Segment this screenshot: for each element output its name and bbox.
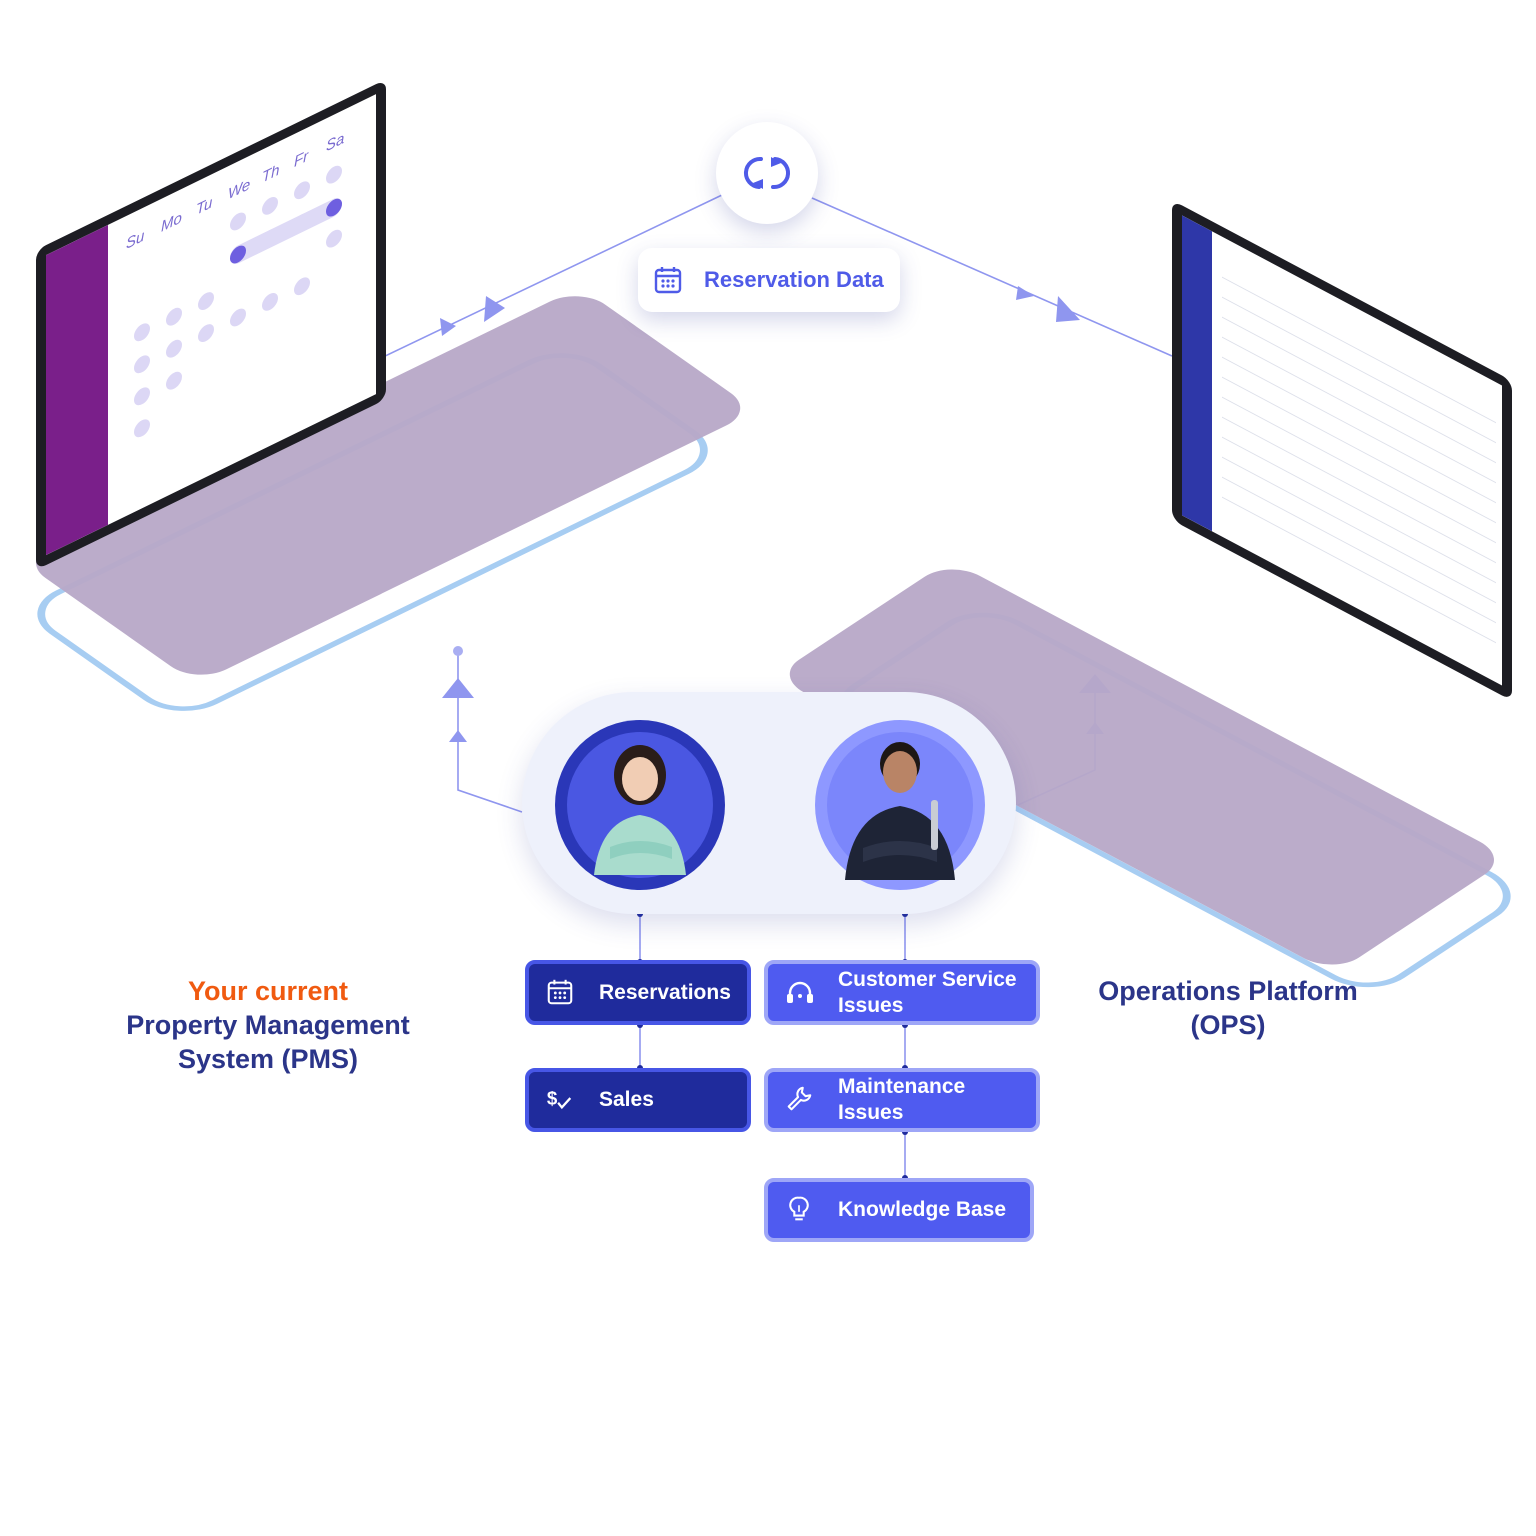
reservation-data-text: Reservation Data xyxy=(704,267,884,292)
arrow-icon xyxy=(1016,286,1034,300)
sync-bubble xyxy=(716,122,818,224)
reservation-data-label: Reservation Data xyxy=(638,248,900,312)
arrow-up-icon xyxy=(449,730,467,742)
lightbulb-icon xyxy=(784,1194,816,1226)
knowledge-base-label: Knowledge Base xyxy=(838,1198,1007,1221)
headset-icon xyxy=(784,977,816,1009)
maintenance-technician-avatar xyxy=(815,720,985,890)
calendar-icon xyxy=(652,264,684,296)
maintenance-issues-feature: Maintenance Issues xyxy=(764,1068,1040,1132)
wrench-icon xyxy=(784,1084,816,1116)
calendar-icon xyxy=(545,977,577,1009)
calendar-grid xyxy=(134,165,342,438)
table-row xyxy=(1222,416,1496,564)
customer-service-issues-feature: Customer Service Issues xyxy=(764,960,1040,1025)
reservations-agent-avatar xyxy=(555,720,725,890)
table-row xyxy=(1222,376,1496,524)
arrow-icon xyxy=(484,296,505,322)
arrow-icon xyxy=(1056,296,1080,322)
table-row xyxy=(1222,356,1496,504)
sales-label: Sales xyxy=(599,1088,654,1111)
sales-feature: $ Sales xyxy=(525,1068,751,1132)
ops-title: Operations Platform (OPS) xyxy=(1098,976,1358,1040)
table-row xyxy=(1222,396,1496,544)
knowledge-base-feature: Knowledge Base xyxy=(764,1178,1034,1242)
pms-title: Your current Property Management System … xyxy=(126,976,410,1074)
maintenance-issues-label: Maintenance Issues xyxy=(838,1075,966,1124)
arrow-up-icon xyxy=(442,678,474,698)
table-row xyxy=(1222,336,1496,484)
pms-laptop-screen: Su Mo Tu We Th Fr Sa xyxy=(36,79,386,571)
sync-arrows-icon xyxy=(743,156,791,190)
person-headset-avatar xyxy=(594,745,686,875)
reservations-feature: Reservations xyxy=(525,960,751,1025)
dollar-check-icon: $ xyxy=(545,1084,577,1116)
ops-sidebar xyxy=(1182,215,1212,532)
person-wrench-avatar xyxy=(845,742,955,880)
arrow-icon xyxy=(440,318,456,336)
svg-text:$: $ xyxy=(547,1088,558,1109)
customer-service-issues-label: Customer Service Issues xyxy=(838,967,1017,1017)
table-row xyxy=(1222,436,1496,584)
reservations-label: Reservations xyxy=(599,980,731,1004)
